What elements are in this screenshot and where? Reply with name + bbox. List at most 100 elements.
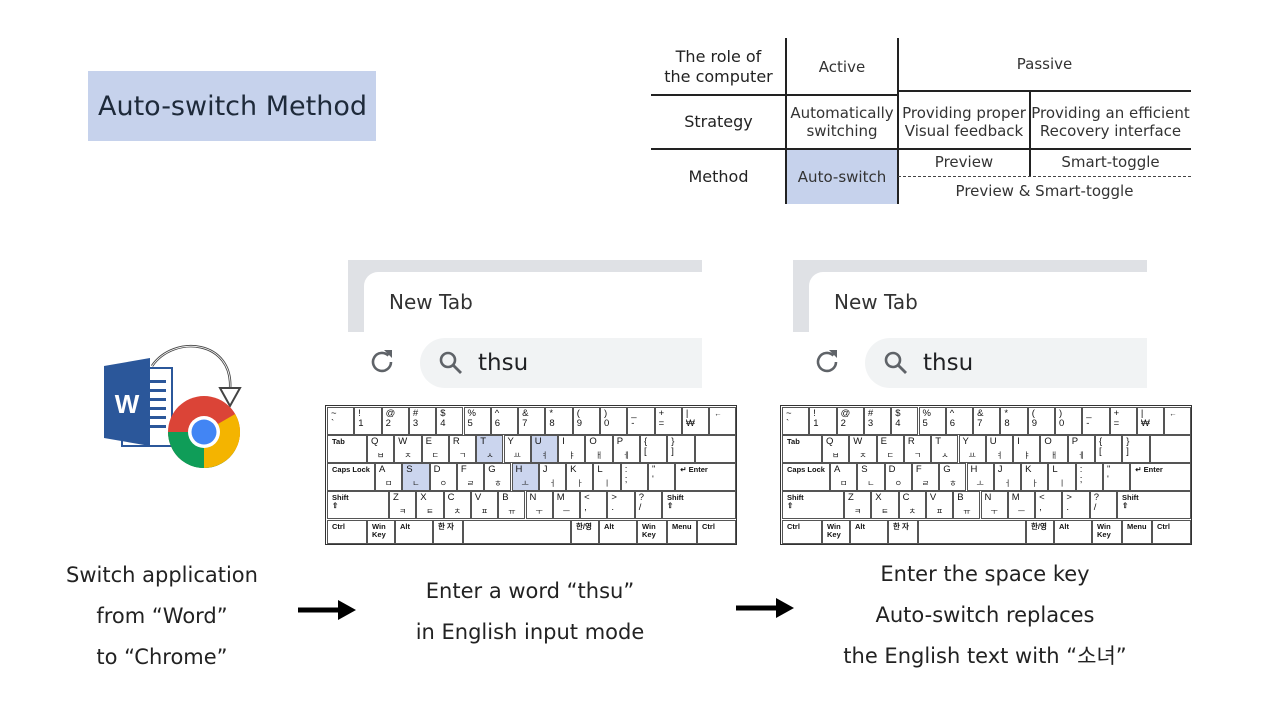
key-ctrl-right[interactable]: Ctrl — [1152, 520, 1191, 544]
key-alt-left[interactable]: Alt — [850, 520, 888, 544]
key-r1-2[interactable]: @ 2 — [381, 407, 409, 435]
key-r1-0[interactable]: ) 0 — [1055, 407, 1083, 435]
key-shift-left[interactable]: Shift ⇧ — [782, 491, 844, 519]
key-ctrl-left[interactable]: Ctrl — [327, 520, 367, 544]
key-shift-left[interactable]: Shift ⇧ — [327, 491, 389, 519]
reload-icon[interactable] — [811, 346, 843, 378]
key-r2-][interactable]: } ] — [1122, 435, 1150, 463]
key-r2-][interactable]: } ] — [667, 435, 695, 463]
key-r1-7[interactable]: & 7 — [518, 407, 546, 435]
key-menu[interactable]: Menu — [667, 520, 697, 544]
key-tab[interactable]: Tab — [782, 435, 822, 463]
key-backspace[interactable]: ← — [1164, 407, 1191, 435]
key-tab[interactable]: Tab — [327, 435, 367, 463]
key-r1-6[interactable]: ^ 6 — [945, 407, 974, 435]
key-ctrl-right[interactable]: Ctrl — [697, 520, 736, 544]
key-hanyeong[interactable]: 한/영 — [1026, 520, 1054, 544]
key-r3-;[interactable]: : ; — [620, 463, 648, 491]
key-r1-₩[interactable]: | ₩ — [681, 407, 710, 435]
key-r4-.[interactable]: > . — [1062, 491, 1090, 519]
key-r1--[interactable]: _ - — [1082, 407, 1110, 435]
key-win-right[interactable]: Win Key — [637, 520, 667, 544]
key-shift-right[interactable]: Shift ⇧ — [1117, 491, 1191, 519]
key-win-left[interactable]: Win Key — [367, 520, 395, 544]
key-hanja[interactable]: 한 자 — [888, 520, 918, 544]
key-hanyeong[interactable]: 한/영 — [571, 520, 599, 544]
key-alt-left[interactable]: Alt — [395, 520, 433, 544]
key-r4-/[interactable]: ? / — [634, 491, 662, 519]
key-r1-=[interactable]: + = — [654, 407, 682, 435]
key-r1-₩[interactable]: | ₩ — [1136, 407, 1165, 435]
key-r1-9[interactable]: ( 9 — [572, 407, 600, 435]
key-r2-[[interactable]: { [ — [640, 435, 668, 463]
key-r1-1[interactable]: ! 1 — [809, 407, 837, 435]
key-r2-end[interactable] — [1149, 435, 1191, 463]
tab-new-tab[interactable]: New Tab — [364, 272, 702, 332]
key-r3-;[interactable]: : ; — [1075, 463, 1103, 491]
key-r4-/[interactable]: ? / — [1089, 491, 1117, 519]
key-caps-lock[interactable]: Caps Lock — [327, 463, 375, 491]
key-r2-end[interactable] — [694, 435, 736, 463]
key-r1-8[interactable]: * 8 — [1000, 407, 1028, 435]
key-r1-1[interactable]: ! 1 — [354, 407, 382, 435]
key-r2-[[interactable]: { [ — [1095, 435, 1123, 463]
key-backspace[interactable]: ← — [709, 407, 736, 435]
key-r1-3[interactable]: # 3 — [863, 407, 892, 435]
key-r1-3[interactable]: # 3 — [408, 407, 437, 435]
key-r1-7[interactable]: & 7 — [973, 407, 1001, 435]
omnibox[interactable]: thsu — [420, 338, 702, 388]
key-enter[interactable]: ↵ Enter — [675, 463, 736, 491]
key-r1-5[interactable]: % 5 — [463, 407, 491, 435]
key-space[interactable] — [918, 520, 1026, 544]
key-menu[interactable]: Menu — [1122, 520, 1152, 544]
key-space[interactable] — [463, 520, 571, 544]
key-r1-8[interactable]: * 8 — [545, 407, 573, 435]
key-r4-,[interactable]: < , — [580, 491, 608, 519]
key-r1-`[interactable]: ~ ` — [782, 407, 810, 435]
key-r1-=[interactable]: + = — [1109, 407, 1137, 435]
key-shift-right[interactable]: Shift ⇧ — [662, 491, 736, 519]
key-ctrl-left[interactable]: Ctrl — [782, 520, 822, 544]
key-r1-0[interactable]: ) 0 — [600, 407, 628, 435]
key-alt-right[interactable]: Alt — [599, 520, 637, 544]
tab-new-tab[interactable]: New Tab — [809, 272, 1147, 332]
